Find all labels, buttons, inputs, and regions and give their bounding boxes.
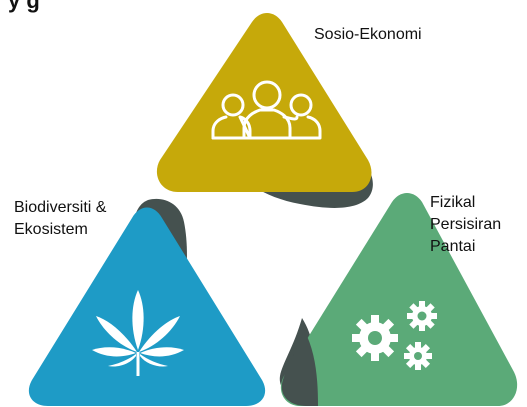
people-group-icon (211, 80, 322, 140)
leaf-icon (92, 290, 184, 376)
connector-overlap-right (281, 330, 318, 406)
triangle-fizikal (280, 193, 518, 406)
triangle-biodiversiti (28, 207, 266, 406)
label-sosio-ekonomi: Sosio-Ekonomi (314, 26, 422, 43)
label-fizikal-persisiran-pantai: Fizikal Persisiran Pantai (430, 194, 502, 255)
triangle-socio-ekonomi (156, 13, 372, 192)
label-biodiversiti-ekosistem: Biodiversiti & Ekosistem (14, 199, 107, 238)
diagram-title-cropped: y g (8, 0, 40, 13)
